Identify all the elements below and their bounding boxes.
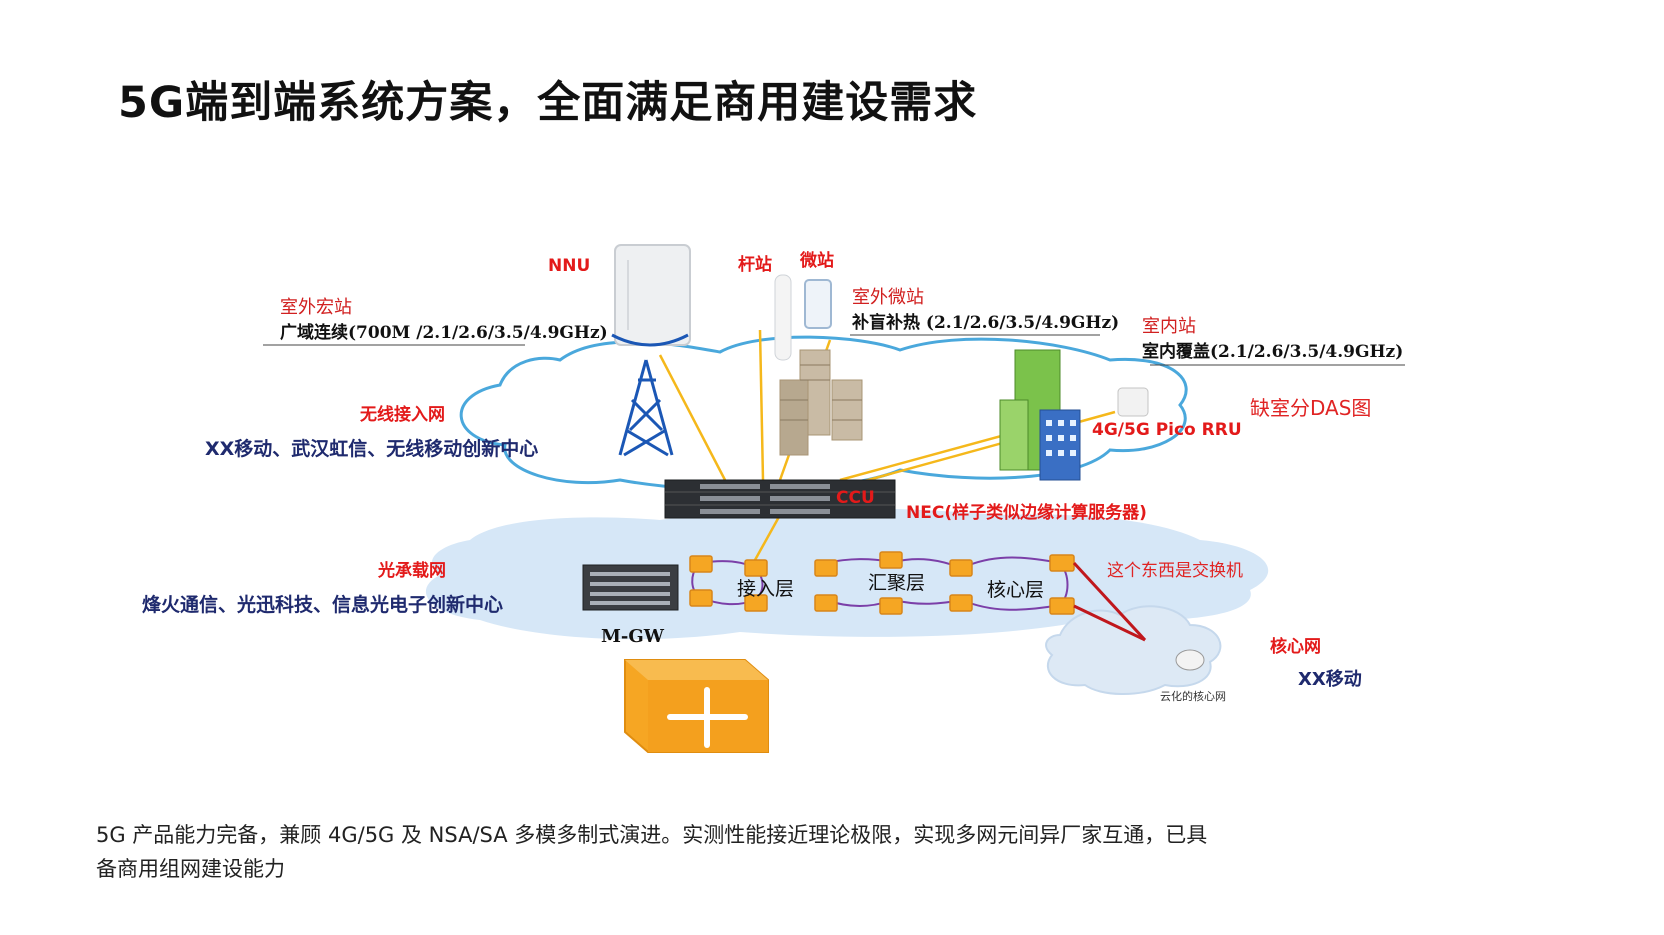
outdoor-macro-desc: 广域连续(700M /2.1/2.6/3.5/4.9GHz) xyxy=(280,323,608,343)
indoor-title: 室内站 xyxy=(1142,316,1196,337)
cloud-core-label: 云化的核心网 xyxy=(1160,690,1226,703)
nnu-label: NNU xyxy=(548,256,591,276)
mgw-device-icon xyxy=(582,564,679,611)
core-layer-label: 核心层 xyxy=(987,579,1045,601)
switch-icon xyxy=(624,659,769,753)
core-network-label: 核心网 xyxy=(1270,637,1321,657)
optical-network-label: 光承载网 xyxy=(378,561,446,581)
wireless-partners-label: XX移动、武汉虹信、无线移动创新中心 xyxy=(205,438,539,460)
outdoor-micro-title: 室外微站 xyxy=(852,287,924,308)
outdoor-micro-desc: 补盲补热 (2.1/2.6/3.5/4.9GHz) xyxy=(852,313,1120,333)
switch-note: 这个东西是交换机 xyxy=(1107,561,1243,581)
wireless-access-label: 无线接入网 xyxy=(360,405,445,425)
optical-partners-label: 烽火通信、光迅科技、信息光电子创新中心 xyxy=(142,594,504,616)
mgw-label: M-GW xyxy=(601,626,664,647)
pico-rru-icon xyxy=(1117,387,1149,417)
core-partner-label: XX移动 xyxy=(1298,669,1362,690)
pico-rru-label: 4G/5G Pico RRU xyxy=(1092,420,1242,440)
footer-text: 5G 产品能力完备，兼顾 4G/5G 及 NSA/SA 多模多制式演进。实测性能… xyxy=(96,823,1208,881)
missing-das-note: 缺室分DAS图 xyxy=(1250,396,1372,420)
nnu-device-icon xyxy=(614,244,691,346)
outdoor-macro-title: 室外宏站 xyxy=(280,297,352,318)
access-layer-label: 接入层 xyxy=(737,578,795,600)
page-title: 5G端到端系统方案，全面满足商用建设需求 xyxy=(118,78,978,128)
ccu-server-icon xyxy=(664,479,896,519)
pole-station-icon xyxy=(774,274,792,361)
micro-station-icon xyxy=(804,279,832,329)
aggregation-layer-label: 汇聚层 xyxy=(868,572,926,594)
micro-station-label: 微站 xyxy=(800,251,834,271)
indoor-building-icon xyxy=(999,349,1081,481)
router-icons xyxy=(689,551,1075,615)
ccu-label: CCU xyxy=(836,488,875,508)
core-network-cloud xyxy=(1045,605,1222,695)
buildings-icon xyxy=(779,349,863,456)
indoor-desc: 室内覆盖(2.1/2.6/3.5/4.9GHz) xyxy=(1142,342,1404,362)
tower-icon xyxy=(618,359,674,457)
core-router-icon xyxy=(1175,649,1205,671)
pole-station-label: 杆站 xyxy=(738,255,772,275)
nec-label: NEC(样子类似边缘计算服务器) xyxy=(906,503,1147,523)
